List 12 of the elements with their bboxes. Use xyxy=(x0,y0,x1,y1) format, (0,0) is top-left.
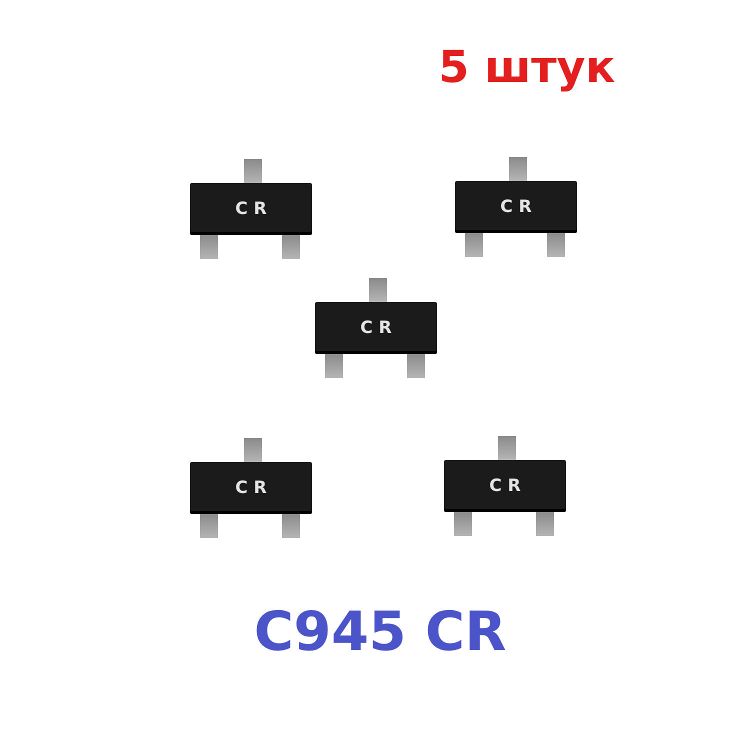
marking-text: CR xyxy=(488,476,527,496)
marking-text: CR xyxy=(234,199,273,219)
marking-text: CR xyxy=(499,197,538,217)
marking-text: CR xyxy=(359,318,398,338)
transistor-body xyxy=(315,302,437,354)
transistor-body xyxy=(455,181,577,233)
marking-text: CR xyxy=(234,478,273,498)
transistor-body xyxy=(190,462,312,514)
part-number-label: C945 CR xyxy=(254,600,506,663)
transistor-body xyxy=(444,460,566,512)
transistor-body xyxy=(190,183,312,235)
quantity-label: 5 штук xyxy=(438,42,616,93)
